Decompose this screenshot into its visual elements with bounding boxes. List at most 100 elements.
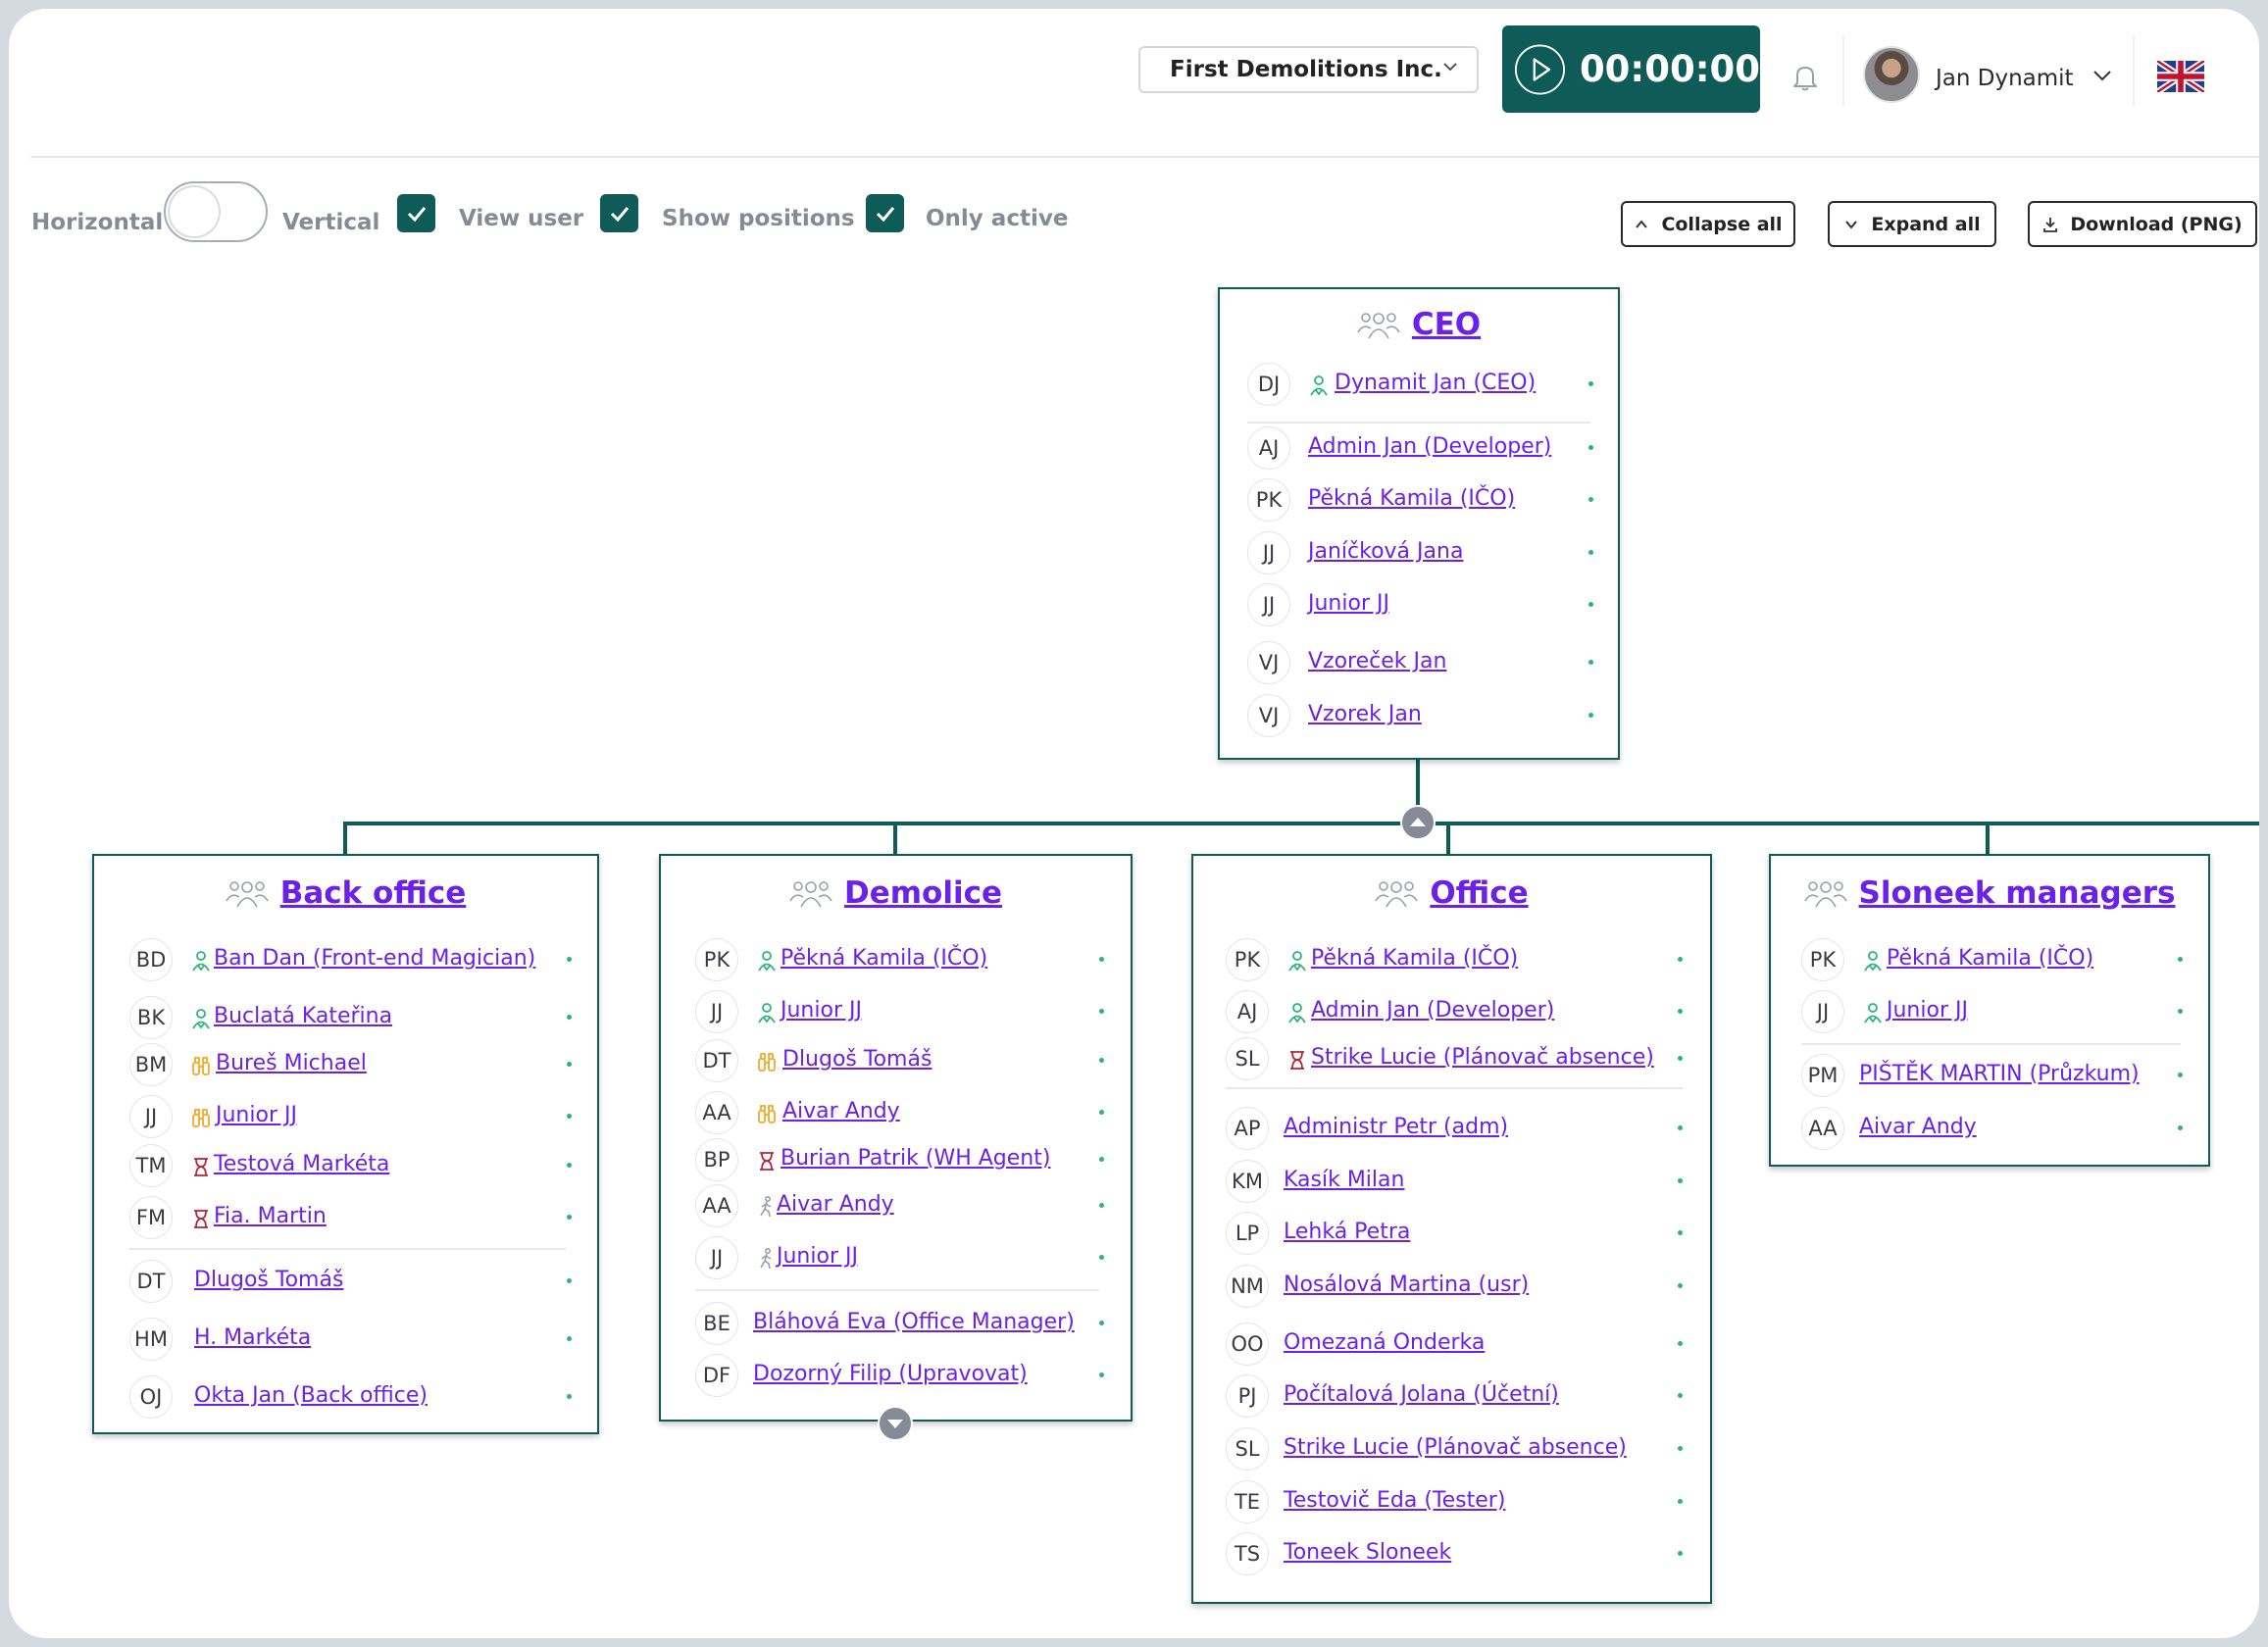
member-link[interactable]: Junior JJ [777,1244,858,1269]
member-link[interactable]: Ban Dan (Front-end Magician) [214,946,536,971]
member-row: HM H. Markéta [94,1318,597,1361]
member-link[interactable]: Dlugoš Tomáš [194,1268,344,1292]
member-link[interactable]: Testová Markéta [214,1152,390,1176]
download-png-button[interactable]: Download (PNG) [2028,201,2257,247]
view-user-label[interactable]: View user [459,206,584,231]
member-link[interactable]: Toneek Sloneek [1284,1540,1452,1565]
card-title-office[interactable]: Office [1430,875,1529,911]
bell-icon[interactable] [1791,63,1819,92]
member-link[interactable]: H. Markéta [194,1325,312,1350]
member-initials: DT [695,1039,738,1082]
card-title-demolice[interactable]: Demolice [843,875,1002,911]
member-link[interactable]: Aivar Andy [777,1192,894,1217]
member-link[interactable]: Burian Patrik (WH Agent) [781,1146,1051,1171]
org-card-office: Office PK Pěkná Kamila (IČO) AJ Admin Ja… [1191,854,1712,1604]
member-row: KM Kasík Milan [1193,1160,1710,1203]
show-positions-checkbox[interactable] [600,194,638,232]
member-link[interactable]: Vzorek Jan [1308,702,1422,726]
member-link[interactable]: Vzoreček Jan [1308,649,1447,674]
member-link[interactable]: Bureš Michael [216,1051,367,1075]
collapse-all-button[interactable]: Collapse all [1621,201,1795,247]
member-link[interactable]: Aivar Andy [1859,1115,1977,1139]
only-active-label[interactable]: Only active [926,206,1069,231]
member-link[interactable]: Admin Jan (Developer) [1311,998,1555,1023]
view-user-checkbox[interactable] [397,194,435,232]
member-link[interactable]: Kasík Milan [1284,1168,1405,1192]
member-row: AA Aivar Andy [1771,1107,2208,1150]
member-initials: TE [1226,1480,1269,1523]
member-link[interactable]: Administr Petr (adm) [1284,1115,1509,1139]
active-status-dot [1678,1125,1683,1130]
manager-icon [758,1003,776,1023]
card-title-ceo[interactable]: CEO [1411,307,1482,342]
member-link[interactable]: Okta Jan (Back office) [194,1383,428,1408]
member-link[interactable]: Bláhová Eva (Office Manager) [753,1310,1075,1334]
member-link[interactable]: Junior JJ [781,998,862,1023]
member-link[interactable]: Omezaná Onderka [1284,1330,1486,1355]
member-link[interactable]: Buclatá Kateřina [214,1004,393,1028]
member-link[interactable]: Junior JJ [216,1103,297,1127]
manager-icon [1288,1003,1306,1023]
member-link[interactable]: Strike Lucie (Plánovač absence) [1284,1435,1627,1460]
member-link[interactable]: Testovič Eda (Tester) [1284,1488,1506,1513]
chevron-down-icon[interactable] [2092,68,2112,83]
member-row: DT Dlugoš Tomáš [94,1260,597,1303]
member-row: VJ Vzorek Jan [1220,694,1618,737]
play-icon[interactable] [1514,42,1566,97]
member-link[interactable]: Dlugoš Tomáš [782,1047,932,1072]
member-row: LP Lehká Petra [1193,1212,1710,1255]
member-initials: TS [1226,1532,1269,1575]
binoculars-icon [758,1053,776,1072]
company-select[interactable]: First Demolitions Inc. [1138,46,1479,93]
timer-display: 00:00:00 [1579,48,1760,90]
card-title-sloneek-managers[interactable]: Sloneek managers [1858,875,2176,911]
card-title-back-office[interactable]: Back office [279,875,467,911]
uk-flag-icon[interactable] [2157,61,2204,92]
member-link[interactable]: Pěkná Kamila (IČO) [1308,486,1516,511]
member-initials: FM [129,1196,173,1239]
member-link[interactable]: Fia. Martin [214,1204,327,1228]
member-row: JJ Junior JJ [661,1236,1131,1279]
time-tracker[interactable]: 00:00:00 [1502,25,1760,113]
member-row: OJ Okta Jan (Back office) [94,1375,597,1419]
manager-icon [758,951,776,972]
member-link[interactable]: Pěkná Kamila (IČO) [1311,946,1519,971]
only-active-checkbox[interactable] [866,194,904,232]
download-icon [2043,217,2058,232]
member-link[interactable]: Aivar Andy [782,1099,900,1123]
member-initials: VJ [1247,694,1290,737]
member-link[interactable]: Lehká Petra [1284,1220,1411,1244]
orientation-toggle[interactable] [164,181,268,242]
member-link[interactable]: Dynamit Jan (CEO) [1335,371,1537,395]
active-status-dot [1099,1255,1104,1260]
member-link[interactable]: Pěkná Kamila (IČO) [781,946,988,971]
member-initials: VJ [1247,641,1290,684]
avatar[interactable] [1863,46,1920,103]
member-link[interactable]: Junior JJ [1887,998,1968,1023]
member-link[interactable]: Junior JJ [1308,591,1389,616]
user-name[interactable]: Jan Dynamit [1936,66,2074,91]
member-link[interactable]: Pěkná Kamila (IČO) [1887,946,2094,971]
member-initials: BM [129,1043,173,1086]
active-status-dot [1678,1551,1683,1556]
card-header: Demolice [661,875,1131,911]
active-status-dot [1099,1009,1104,1014]
show-positions-label[interactable]: Show positions [662,206,855,231]
expand-toggle-icon[interactable] [878,1406,913,1441]
expand-all-button[interactable]: Expand all [1828,201,1996,247]
member-initials: OO [1226,1323,1269,1366]
member-link[interactable]: Janíčková Jana [1308,539,1464,564]
active-status-dot [1678,957,1683,962]
member-link[interactable]: Strike Lucie (Plánovač absence) [1311,1045,1654,1070]
collapse-toggle-icon[interactable] [1400,805,1436,840]
binoculars-icon [758,1105,776,1123]
member-initials: JJ [1247,531,1290,574]
team-icon [1803,881,1847,908]
member-link[interactable]: Nosálová Martina (usr) [1284,1273,1530,1297]
member-link[interactable]: Počítalová Jolana (Účetní) [1284,1382,1559,1407]
member-link[interactable]: Admin Jan (Developer) [1308,434,1552,459]
member-row: PK Pěkná Kamila (IČO) [1193,938,1710,981]
member-link[interactable]: PIŠTĚK MARTIN (Průzkum) [1859,1062,2140,1086]
member-initials: NM [1226,1265,1269,1308]
member-link[interactable]: Dozorný Filip (Upravovat) [753,1362,1028,1386]
